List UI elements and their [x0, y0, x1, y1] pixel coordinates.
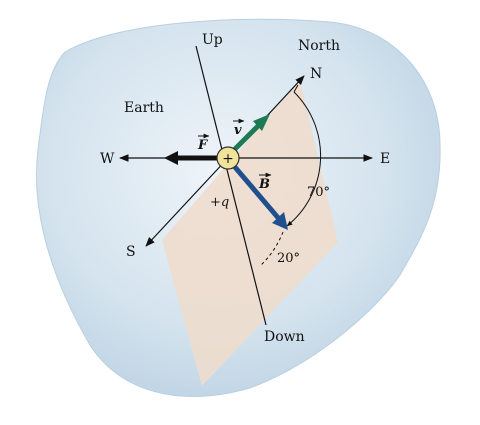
label-w: W [100, 151, 115, 167]
label-velocity: v [234, 123, 242, 138]
label-up: Up [202, 32, 223, 48]
force-arrowhead [164, 151, 178, 165]
label-down: Down [264, 329, 305, 345]
label-angle-20: 20° [277, 251, 300, 266]
label-north: North [298, 38, 340, 54]
velocity-vector [232, 124, 260, 152]
label-angle-70: 70° [307, 185, 330, 200]
label-force: F [197, 138, 208, 153]
up-down-axis [195, 45, 267, 326]
field-vector [232, 164, 282, 222]
field-arrowhead [272, 212, 288, 230]
label-n: N [310, 66, 322, 82]
label-earth: Earth [124, 100, 164, 116]
charge-sign: + [222, 151, 234, 167]
charge-circle [216, 146, 240, 170]
label-s: S [126, 244, 136, 260]
angle-arc-20 [259, 231, 284, 267]
label-charge: +q [210, 195, 229, 210]
south-axis [145, 157, 229, 247]
angle-arc-70 [286, 91, 322, 227]
vector-plane [162, 80, 338, 386]
velocity-arrowhead [253, 114, 270, 131]
label-e: E [380, 151, 390, 167]
label-field: B [258, 177, 270, 192]
